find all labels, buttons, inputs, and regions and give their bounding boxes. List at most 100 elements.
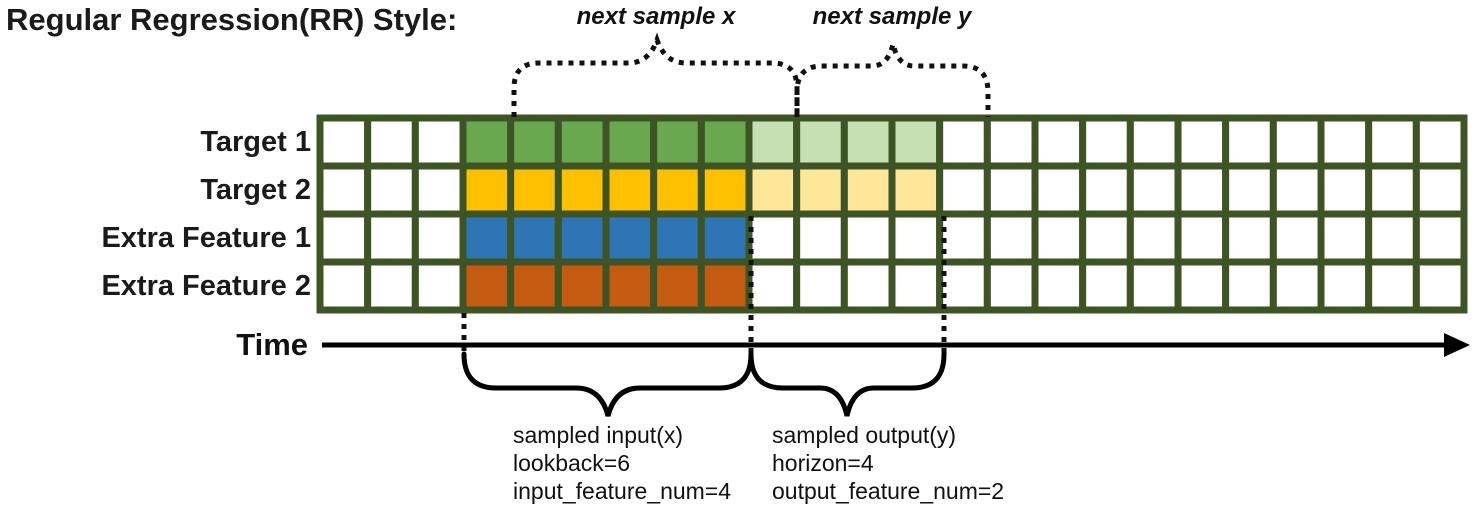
grid-cell xyxy=(1269,162,1325,218)
grid-cell xyxy=(840,210,896,266)
grid-cell xyxy=(364,258,419,314)
grid-cell xyxy=(650,210,705,266)
grid-cell xyxy=(1126,258,1182,314)
grid-cell xyxy=(507,114,562,170)
grid-cell xyxy=(364,210,419,266)
grid-cell xyxy=(602,114,658,170)
grid-cell xyxy=(840,258,896,314)
grid-cell xyxy=(793,210,848,266)
row-label-target-1: Target 1 xyxy=(200,126,311,158)
horizon-value: horizon=4 xyxy=(772,450,874,476)
sample-boundary-dotted-lines xyxy=(461,216,947,358)
grid-cell xyxy=(1222,258,1277,314)
grid-cell xyxy=(1031,162,1087,218)
grid-cell xyxy=(316,162,372,218)
grid-cell xyxy=(1174,210,1230,266)
grid-cell xyxy=(936,162,991,218)
grid-cell xyxy=(554,210,610,266)
grid-cell xyxy=(697,162,753,218)
grid-cell xyxy=(602,162,658,218)
timeseries-grid xyxy=(316,114,1468,314)
lookback-value: lookback=6 xyxy=(513,450,630,476)
grid-cell xyxy=(411,162,467,218)
next-sample-x-brace xyxy=(511,32,800,117)
grid-cell xyxy=(1365,114,1420,170)
grid-cell xyxy=(1412,258,1468,314)
row-label-extra-feature-2: Extra Feature 2 xyxy=(101,270,311,302)
grid-cell xyxy=(1079,162,1134,218)
grid-cell xyxy=(1412,210,1468,266)
sampled-output-title: sampled output(y) xyxy=(772,422,957,448)
grid-cell xyxy=(793,162,848,218)
grid-cell xyxy=(1269,258,1325,314)
grid-cell xyxy=(554,162,610,218)
grid-cell xyxy=(1317,210,1373,266)
grid-cell xyxy=(411,210,467,266)
grid-cell xyxy=(1317,258,1373,314)
grid-cell xyxy=(1317,114,1373,170)
grid-cell xyxy=(983,210,1039,266)
grid-cell xyxy=(1174,162,1230,218)
grid-cell xyxy=(983,114,1039,170)
row-label-extra-feature-1: Extra Feature 1 xyxy=(101,222,311,254)
grid-cell xyxy=(1412,162,1468,218)
sampled-output-brace xyxy=(748,351,947,417)
grid-cell xyxy=(888,162,944,218)
grid-cell xyxy=(1222,162,1277,218)
grid-cell xyxy=(888,258,944,314)
grid-cell xyxy=(840,114,896,170)
grid-cell xyxy=(650,162,705,218)
grid-cell xyxy=(936,210,991,266)
grid-cell xyxy=(554,114,610,170)
grid-cell xyxy=(697,210,753,266)
grid-cell xyxy=(602,258,658,314)
grid-cell xyxy=(1222,114,1277,170)
grid-cell xyxy=(1365,210,1420,266)
grid-cell xyxy=(936,114,991,170)
grid-cell xyxy=(697,114,753,170)
grid-cell xyxy=(507,210,562,266)
sampled-input-brace xyxy=(461,351,754,417)
grid-cell xyxy=(745,258,801,314)
grid-cell xyxy=(888,114,944,170)
input-feature-num-value: input_feature_num=4 xyxy=(513,478,732,504)
grid-cell xyxy=(745,210,801,266)
grid-cell xyxy=(1126,210,1182,266)
grid-cell xyxy=(554,258,610,314)
grid-cell xyxy=(1222,210,1277,266)
time-axis-label: Time xyxy=(236,327,308,362)
grid-cell xyxy=(459,258,515,314)
page-title: Regular Regression(RR) Style: xyxy=(6,2,458,37)
grid-cell xyxy=(650,258,705,314)
grid-cell xyxy=(1079,114,1134,170)
grid-cell xyxy=(1365,258,1420,314)
sampled-output-annotation: sampled output(y) horizon=4 output_featu… xyxy=(772,421,1004,505)
grid-cell xyxy=(793,258,848,314)
grid-cell xyxy=(459,114,515,170)
grid-cell xyxy=(983,258,1039,314)
grid-cell xyxy=(364,114,419,170)
grid-cell xyxy=(602,210,658,266)
grid-cell xyxy=(411,114,467,170)
grid-cell xyxy=(650,114,705,170)
grid-cell xyxy=(1412,114,1468,170)
grid-cell xyxy=(507,258,562,314)
grid-cell xyxy=(411,258,467,314)
grid-cell xyxy=(1079,210,1134,266)
grid-cell xyxy=(1126,114,1182,170)
grid-cell xyxy=(316,258,372,314)
output-feature-num-value: output_feature_num=2 xyxy=(772,478,1005,504)
grid-cell xyxy=(1031,114,1087,170)
grid-cell xyxy=(316,114,372,170)
sampled-input-title: sampled input(x) xyxy=(513,422,684,448)
grid-cell xyxy=(1365,162,1420,218)
next-sample-y-brace xyxy=(794,43,991,117)
grid-cell xyxy=(1174,258,1230,314)
grid-cell xyxy=(1031,258,1087,314)
grid-cell xyxy=(745,162,801,218)
grid-cell xyxy=(793,114,848,170)
grid-cell xyxy=(697,258,753,314)
grid-cell xyxy=(745,114,801,170)
grid-cell xyxy=(936,258,991,314)
